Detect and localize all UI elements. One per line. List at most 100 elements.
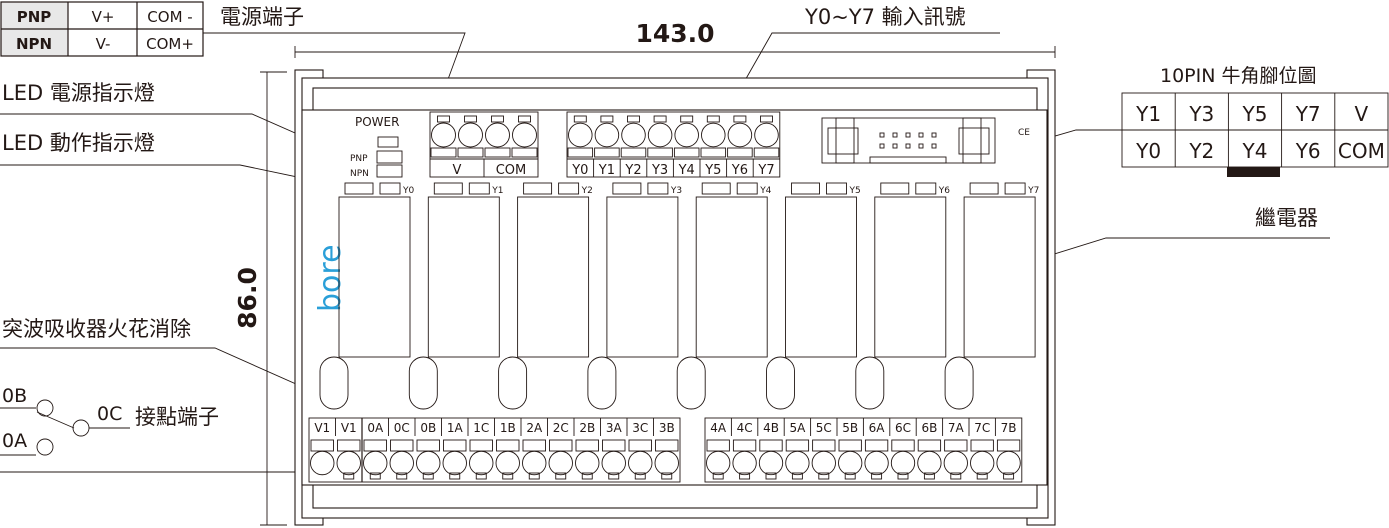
- terminal-hole[interactable]: [363, 450, 388, 476]
- header-pin: [879, 132, 885, 138]
- terminal-release-slot: [653, 115, 667, 123]
- terminal-hole[interactable]: [442, 450, 467, 476]
- terminal-hole[interactable]: [890, 450, 916, 476]
- terminal-hole[interactable]: [811, 450, 836, 476]
- terminal-hole[interactable]: [754, 122, 779, 148]
- terminal-release-slot: [680, 115, 694, 123]
- terminal-hole[interactable]: [458, 122, 483, 148]
- terminal-lever[interactable]: [511, 147, 538, 158]
- terminal-hole[interactable]: [621, 122, 646, 148]
- terminal-hole[interactable]: [647, 122, 673, 148]
- terminal-release-slot: [818, 472, 830, 480]
- terminal-lever[interactable]: [620, 147, 647, 158]
- callout-led-power: LED 電源指示燈: [2, 81, 155, 105]
- led-indicator: [558, 182, 580, 195]
- terminal-hole[interactable]: [838, 450, 863, 476]
- terminal-release-slot: [1003, 472, 1015, 480]
- terminal-hole[interactable]: [785, 450, 810, 476]
- terminal-hole[interactable]: [758, 450, 784, 476]
- terminal-hole[interactable]: [575, 450, 600, 476]
- terminal-hole[interactable]: [485, 122, 510, 148]
- terminal-release-slot: [396, 472, 408, 480]
- header-pin: [905, 132, 911, 138]
- relay: [606, 196, 679, 358]
- relay: [338, 196, 411, 358]
- terminal-hole[interactable]: [495, 450, 520, 476]
- terminal-hole[interactable]: [706, 450, 731, 476]
- terminal-release-slot: [491, 115, 504, 123]
- terminal-hole[interactable]: [522, 450, 547, 476]
- terminal-lever[interactable]: [673, 147, 700, 158]
- terminal-hole[interactable]: [568, 122, 593, 148]
- terminal-hole[interactable]: [310, 450, 335, 476]
- terminal-hole[interactable]: [917, 450, 942, 476]
- pin-cell: Y3: [1188, 102, 1214, 126]
- led-label: Y1: [491, 186, 503, 196]
- terminal-lever[interactable]: [727, 147, 753, 158]
- terminal-hole[interactable]: [864, 450, 889, 476]
- relay: [963, 196, 1036, 358]
- terminal-lever[interactable]: [567, 147, 594, 158]
- output-terminal-label: 7C: [974, 421, 990, 435]
- polarity-v: V-: [96, 35, 111, 53]
- terminal-hole[interactable]: [732, 450, 757, 476]
- output-terminal-label: 1C: [473, 421, 489, 435]
- terminal-label: Y5: [704, 163, 721, 178]
- terminal-label: Y7: [757, 163, 774, 178]
- terminal-hole[interactable]: [389, 450, 414, 476]
- terminal-hole[interactable]: [548, 450, 573, 476]
- output-terminal-label: 6C: [895, 421, 911, 435]
- terminal-hole[interactable]: [512, 122, 537, 148]
- idc-10pin-header[interactable]: [821, 117, 996, 164]
- terminal-release-slot: [518, 115, 531, 123]
- terminal-release-slot: [897, 472, 909, 480]
- terminal-lever[interactable]: [753, 147, 780, 158]
- output-terminal-label: 7B: [1001, 421, 1017, 435]
- terminal-lever[interactable]: [430, 147, 457, 158]
- terminal-lever[interactable]: [647, 147, 673, 158]
- header-pin: [931, 143, 937, 149]
- terminal-release-slot: [502, 472, 514, 480]
- header-pin: [905, 143, 911, 149]
- led-label: Y2: [581, 186, 593, 196]
- terminal-lever[interactable]: [700, 147, 727, 158]
- relay-channel: Y6: [855, 182, 950, 410]
- leader-led-action: [0, 164, 346, 189]
- terminal-hole[interactable]: [601, 450, 626, 476]
- polarity-v: V+: [92, 8, 115, 26]
- ce-mark: CE: [1018, 128, 1030, 138]
- terminal-hole[interactable]: [654, 450, 679, 476]
- terminal-release-slot: [733, 115, 747, 123]
- terminal-release-slot: [976, 472, 988, 480]
- terminal-lever[interactable]: [594, 147, 620, 158]
- terminal-hole[interactable]: [431, 122, 456, 148]
- terminal-lever[interactable]: [457, 147, 484, 158]
- terminal-hole[interactable]: [727, 122, 753, 148]
- terminal-hole[interactable]: [701, 122, 726, 148]
- relay-channel: Y1: [408, 182, 504, 410]
- output-terminal-label: 2C: [553, 421, 569, 435]
- terminal-hole[interactable]: [996, 450, 1021, 476]
- terminal-hole[interactable]: [594, 122, 620, 148]
- led-indicator: [468, 182, 490, 195]
- module-housing: [294, 69, 1056, 526]
- terminal-hole[interactable]: [416, 450, 441, 476]
- terminal-hole[interactable]: [970, 450, 995, 476]
- pnp-label: PNP: [350, 154, 368, 164]
- terminal-release-slot: [871, 472, 883, 480]
- pnp-led: [376, 150, 403, 164]
- terminal-hole[interactable]: [943, 450, 968, 476]
- terminal-hole[interactable]: [674, 122, 699, 148]
- terminal-release-slot: [422, 472, 434, 480]
- terminal-release-slot: [661, 472, 673, 480]
- terminal-hole[interactable]: [469, 450, 494, 476]
- terminal-hole[interactable]: [336, 450, 361, 476]
- contact-b-label: 0B: [2, 385, 27, 407]
- terminal-lever[interactable]: [484, 147, 511, 158]
- terminal-release-slot: [739, 472, 751, 480]
- terminal-hole[interactable]: [628, 450, 653, 476]
- pin-cell: Y7: [1295, 102, 1321, 126]
